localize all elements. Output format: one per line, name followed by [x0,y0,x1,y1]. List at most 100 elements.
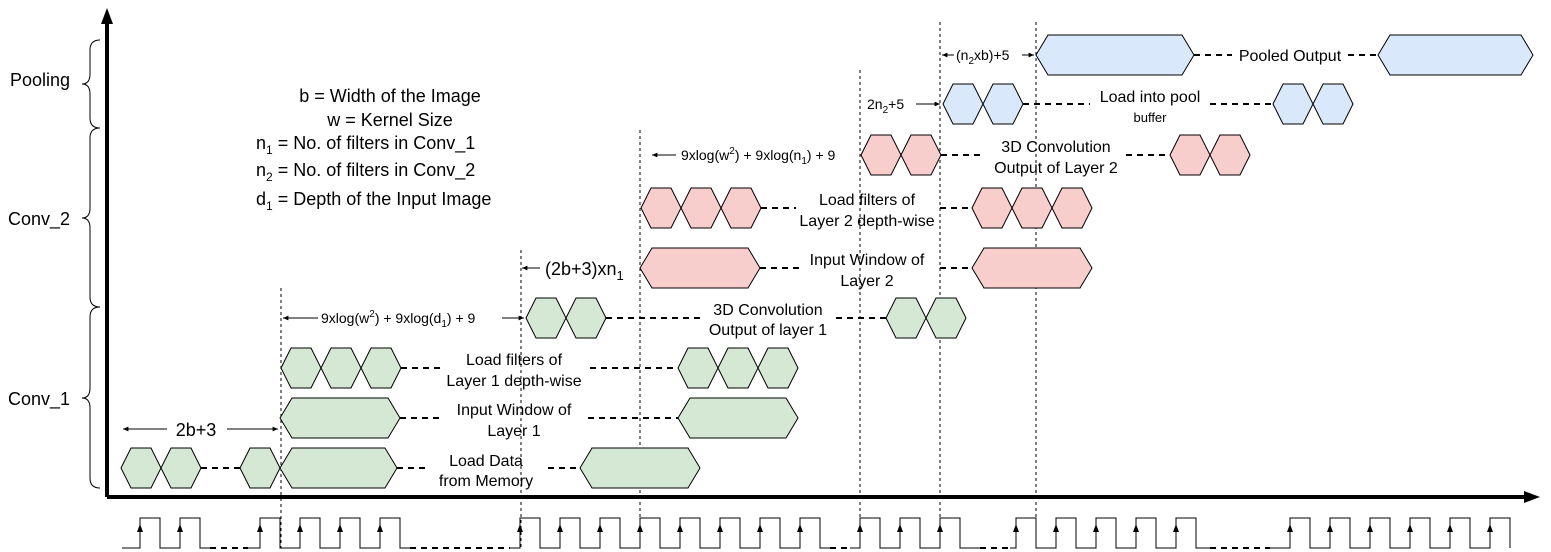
clock-edge-arrow [1487,524,1493,532]
conv1-window-block [677,397,799,439]
input-window-l1-label: Input Window of [457,402,572,419]
load-filters-l2-label-2: Layer 2 depth-wise [799,213,934,230]
conv1-data-cell [120,447,162,489]
conv1-filter-cell [717,347,759,389]
clock-edge-arrow [797,524,803,532]
clock-signal [1270,517,1511,549]
section-braces: Pooling Conv_2 Conv_1 [8,39,101,489]
input-window-l1-label-2: Layer 1 [487,423,540,440]
conv1-filter-cell [280,347,322,389]
conv1-output-cell [565,297,607,339]
row-input-window-l2: Input Window of Layer 2 [639,247,1093,290]
legend: b = Width of the Image w = Kernel Size n… [256,86,491,213]
clock-signal [510,517,830,549]
clock-edge-arrow [177,524,183,532]
legend-n2: n2 = No. of filters in Conv_2 [256,160,475,184]
conv-out-l1-label: 3D Convolution [713,302,822,319]
conv1-brace [81,306,101,489]
row-load-filters-l2: Load filters of Layer 2 depth-wise [640,187,1093,230]
conv2-section-label: Conv_2 [8,209,70,230]
legend-w: w = Kernel Size [326,110,453,130]
clock-edge-arrow [1093,524,1099,532]
conv1-data-block [579,447,701,489]
conv1-data-cell [239,447,281,489]
legend-n1: n1 = No. of filters in Conv_1 [256,133,475,157]
pooled-output-block [1377,34,1534,76]
clock-edge-arrow [297,524,303,532]
conv1-data-cell [160,447,202,489]
conv2-brace [81,127,101,308]
conv2-filter-cell [720,187,762,229]
pool-buffer-cell [942,83,984,125]
load-filters-l2-label: Load filters of [819,192,916,209]
y-axis-arrowhead [101,8,113,24]
clock-edge-arrow [137,524,143,532]
clock-edge-arrow [377,524,383,532]
clock-edge-arrow [597,524,603,532]
delay-2b3-n1: (2b+3)xn1 [545,259,624,283]
conv2-filter-cell [640,187,682,229]
timing-annotations: 2b+3 9xlog(w2) + 9xlog(d1) + 9 (2b+3)xn1… [123,47,1034,440]
pool-buffer-cell [1312,83,1354,125]
clock-signal [248,517,410,549]
clock-edge-arrow [897,524,903,532]
delay-2b3: 2b+3 [176,420,217,440]
conv-out-l2-label: 3D Convolution [1001,139,1110,156]
input-window-l2-label-2: Layer 2 [840,273,893,290]
axes [101,8,1540,503]
row-input-window-l1: Input Window of Layer 1 [279,397,799,440]
clock-edge-arrow [1447,524,1453,532]
delay-n2b: (n2xb)+5 [956,47,1010,67]
row-conv-out-l2: 3D Convolution Output of Layer 2 [860,134,1251,177]
clock-edge-arrow [1407,524,1413,532]
clock-edge-arrow [717,524,723,532]
conv2-output-cell [1169,134,1211,176]
clock-edge-arrow [1367,524,1373,532]
clock-edge-arrow [937,524,943,532]
row-pooled-output: Pooled Output [1035,34,1534,76]
x-axis-arrowhead [1524,491,1540,503]
pool-buffer-label-2: buffer [1133,110,1167,125]
clock-edge-arrow [1327,524,1333,532]
clock-edge-arrows [137,524,1493,532]
conv2-window-block [971,247,1093,289]
clock-edge-arrow [677,524,683,532]
conv2-filter-cell [1051,187,1093,229]
conv1-filter-cell [320,347,362,389]
clock-edge-arrow [257,524,263,532]
load-data-label-2: from Memory [439,473,533,490]
conv2-output-cell [860,134,902,176]
row-conv-out-l1: 3D Convolution Output of layer 1 [525,297,967,339]
conv1-filter-cell [360,347,402,389]
conv1-data-block [279,447,398,489]
row-pool-buffer: Load into pool buffer [942,83,1354,125]
load-data-label: Load Data [449,453,523,470]
conv1-window-block [279,397,401,439]
clock-edge-arrow [337,524,343,532]
load-filters-l1-label-2: Layer 1 depth-wise [446,373,581,390]
conv-out-l1-label-2: Output of layer 1 [709,322,827,339]
row-load-data: Load Data from Memory [120,447,701,490]
pool-buffer-label: Load into pool [1100,89,1201,106]
pool-buffer-cell [1272,83,1314,125]
row-load-filters-l1: Load filters of Layer 1 depth-wise [280,347,799,390]
delay-2n2: 2n2+5 [867,96,904,116]
conv1-output-cell [925,297,967,339]
clock-signal [1010,517,1210,549]
input-window-l2-label: Input Window of [810,252,925,269]
clock-edge-arrow [517,524,523,532]
conv1-output-cell [885,297,927,339]
pooled-output-block [1035,34,1195,76]
conv2-output-cell [900,134,942,176]
clock-edge-arrow [637,524,643,532]
clock-edge-arrow [757,524,763,532]
clock-signal [850,517,980,549]
delay-conv2: 9xlog(w2) + 9xlog(n1) + 9 [681,146,836,167]
clock-signal [122,517,210,549]
conv2-filter-cell [680,187,722,229]
pooled-output-label: Pooled Output [1239,48,1342,65]
clock-edge-arrow [857,524,863,532]
legend-b: b = Width of the Image [299,86,481,106]
conv2-output-cell [1209,134,1251,176]
